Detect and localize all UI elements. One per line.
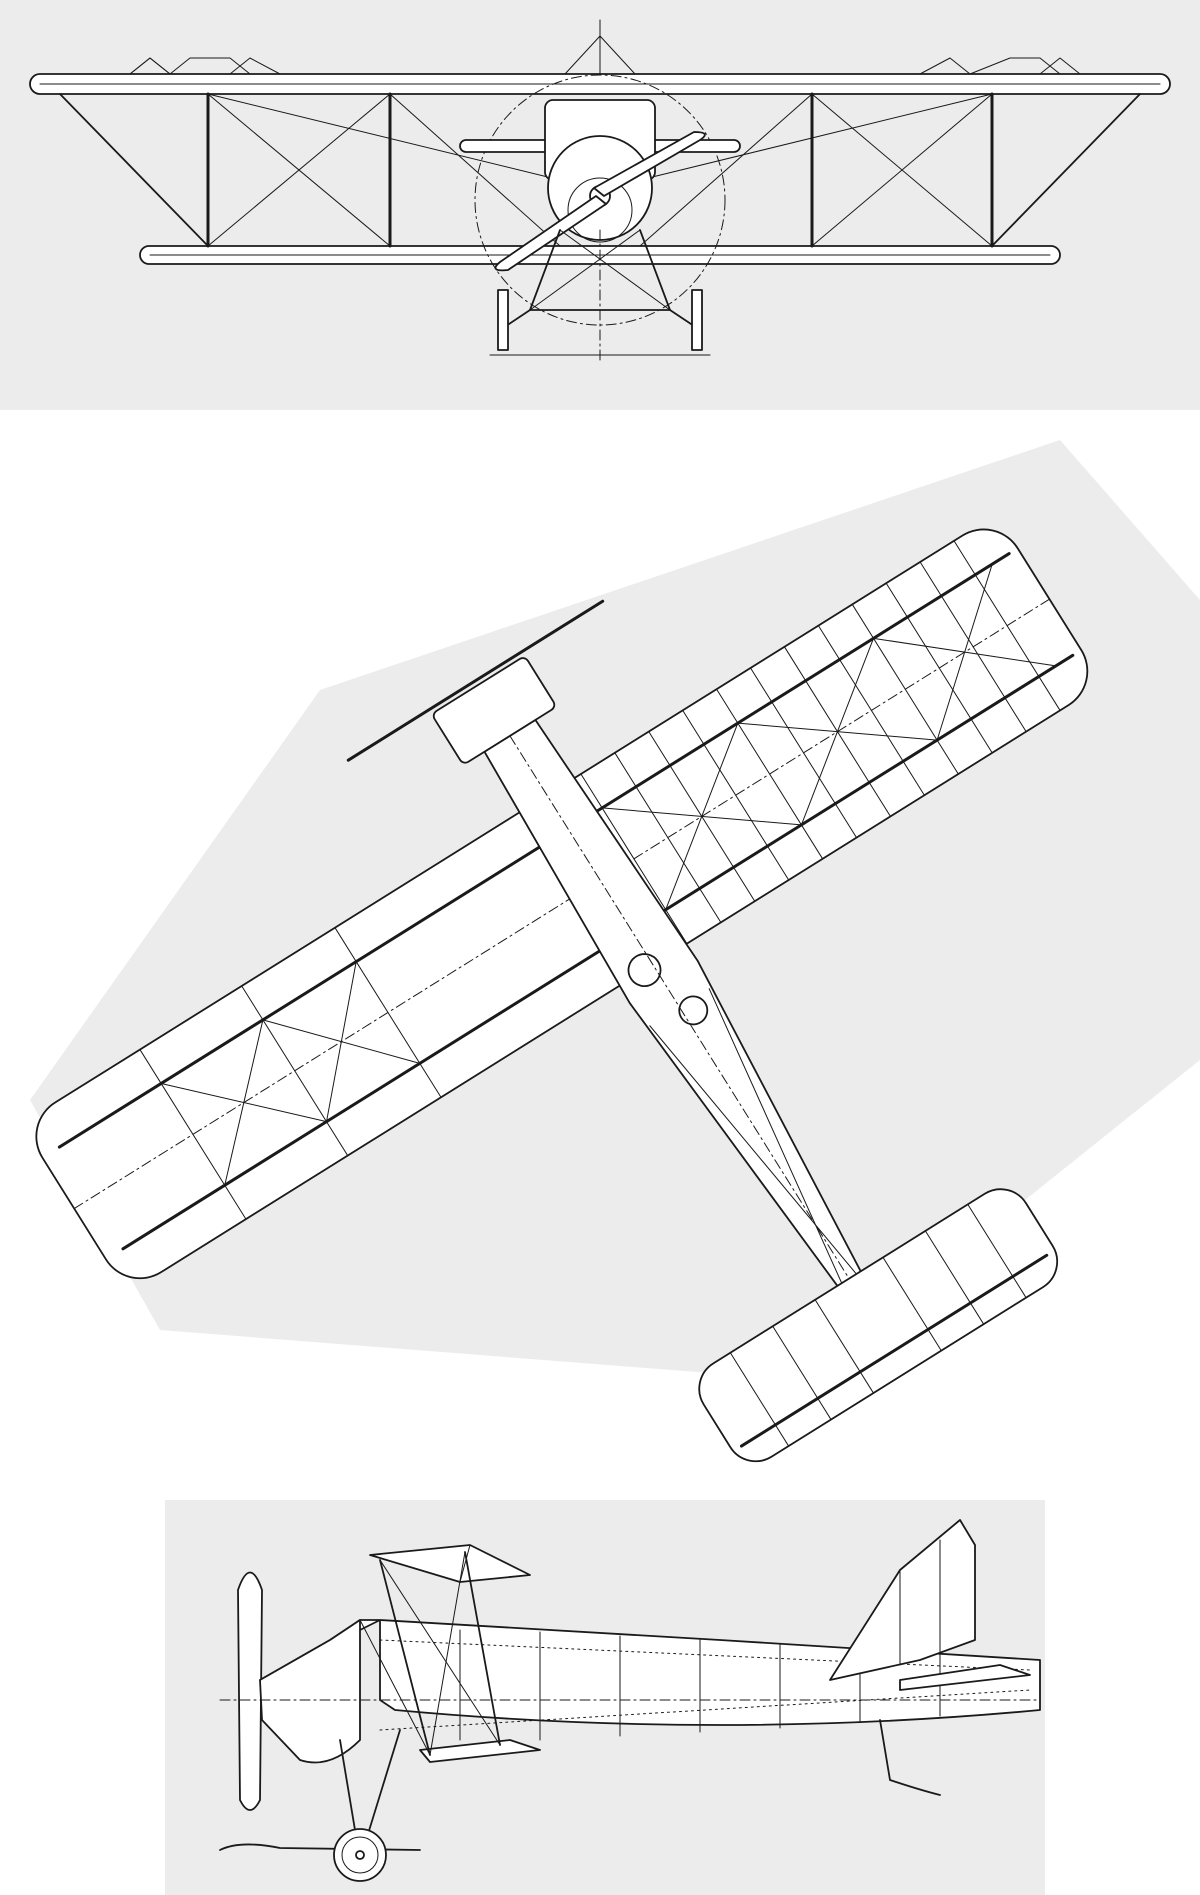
plan-wing <box>35 528 1089 1280</box>
plan-view <box>30 440 1200 1463</box>
fuselage-side-outline <box>259 1619 1041 1726</box>
upper-wing-side <box>369 1544 531 1583</box>
lower-wing-side <box>419 1739 541 1763</box>
propeller-blade-right <box>593 131 706 197</box>
front-landing-gear <box>489 229 711 361</box>
plan-tailplane <box>698 1188 1059 1463</box>
propeller-plan <box>346 599 605 762</box>
tail-skid <box>879 1719 941 1796</box>
plan-wing-ribs <box>580 540 1061 945</box>
side-view <box>165 1500 1045 1895</box>
front-fuselage <box>459 99 741 272</box>
plan-wing-bracing-left <box>139 927 442 1220</box>
propeller-blade-left <box>494 195 607 272</box>
plan-fuselage <box>346 599 898 1356</box>
landing-skid-front <box>219 1843 421 1851</box>
front-struts <box>59 92 1141 248</box>
front-upper-wing <box>29 73 1171 95</box>
cockpit-rear <box>678 995 709 1026</box>
tailplane-outline <box>698 1188 1059 1463</box>
tailplane-side <box>899 1664 1031 1691</box>
front-king-posts <box>129 19 1081 75</box>
wheel-right <box>691 289 703 351</box>
side-landing-gear <box>219 1729 421 1882</box>
front-view <box>0 0 1200 410</box>
wheel-left <box>497 289 509 351</box>
side-fuselage <box>219 1619 1041 1764</box>
side-struts <box>359 1551 501 1756</box>
propeller-side <box>237 1571 263 1811</box>
engine-cowl-plan <box>432 657 556 764</box>
cockpit-front <box>627 953 662 988</box>
